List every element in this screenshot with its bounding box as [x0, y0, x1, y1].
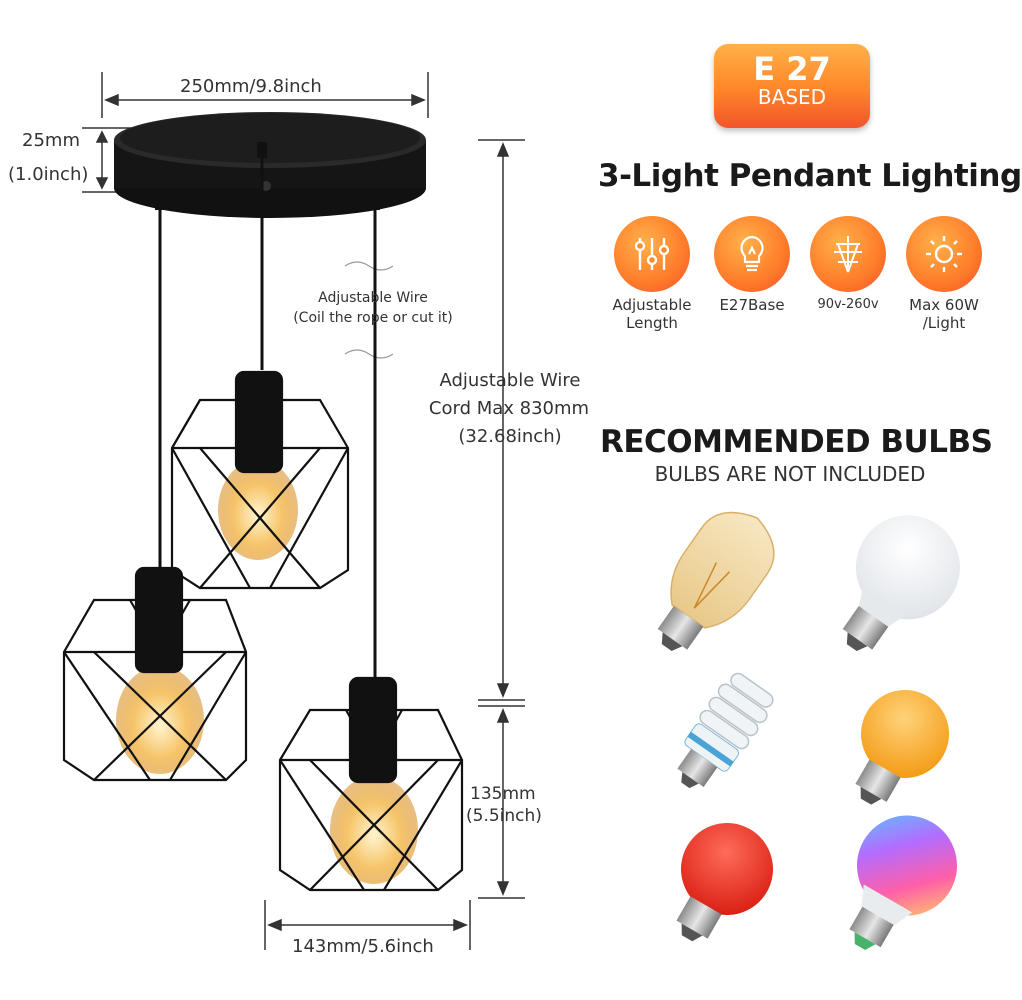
pendant-lamp-right [278, 676, 464, 892]
bulb-amber [855, 690, 949, 805]
bulb-rgb-smart [849, 815, 957, 950]
width-label: 250mm/9.8inch [180, 76, 322, 97]
ceiling-canopy [114, 112, 426, 218]
cord-dimension [478, 139, 525, 701]
recommended-subheading: BULBS ARE NOT INCLUDED [654, 462, 926, 486]
pendant-lamp-top [170, 370, 350, 590]
bulb-led-white [842, 515, 960, 651]
bulb-red [676, 823, 773, 942]
canopy-height-in: (1.0inch) [8, 164, 89, 185]
voltage-icon [810, 216, 886, 292]
feature-adjustable-length: Adjustable Length [604, 216, 700, 332]
product-illustration [62, 72, 960, 950]
recommended-heading: RECOMMENDED BULBS [600, 424, 993, 460]
feature-voltage: 90v-260v [800, 216, 896, 314]
width-dimension [101, 72, 429, 118]
feature-label: 90v-260v [817, 297, 879, 312]
bulb-icon [714, 216, 790, 292]
cord-label-2: Cord Max 830mm [428, 398, 590, 419]
feature-label: Max 60W /Light [909, 296, 979, 332]
shade-height-mm: 135mm [470, 784, 536, 804]
bulb-spiral [677, 672, 774, 789]
cord-label-1: Adjustable Wire [439, 370, 581, 391]
shade-height-in: (5.5inch) [466, 806, 542, 826]
pendant-lamp-left [62, 566, 248, 782]
sliders-icon [614, 216, 690, 292]
wire-note-1: Adjustable Wire [318, 290, 428, 306]
shade-width-dimension [264, 900, 471, 950]
feature-label: E27Base [719, 296, 785, 314]
badge-line1: E 27 [753, 50, 831, 88]
feature-e27-base: E27Base [704, 216, 800, 314]
shade-height-dimension [478, 705, 525, 899]
bulb-vintage [657, 511, 775, 651]
pendant-cords [158, 150, 377, 680]
feature-label: Adjustable Length [612, 296, 692, 332]
shade-width-label: 143mm/5.6inch [292, 936, 434, 957]
feature-max-wattage: Max 60W /Light [896, 216, 992, 332]
wire-note-2: (Coil the rope or cut it) [293, 310, 453, 326]
e27-badge: E 27 BASED [714, 44, 870, 128]
product-title: 3-Light Pendant Lighting [598, 158, 1022, 194]
cord-label-3: (32.68inch) [458, 426, 562, 447]
badge-line2: BASED [757, 85, 827, 109]
sun-icon [906, 216, 982, 292]
canopy-height-mm: 25mm [22, 130, 80, 151]
